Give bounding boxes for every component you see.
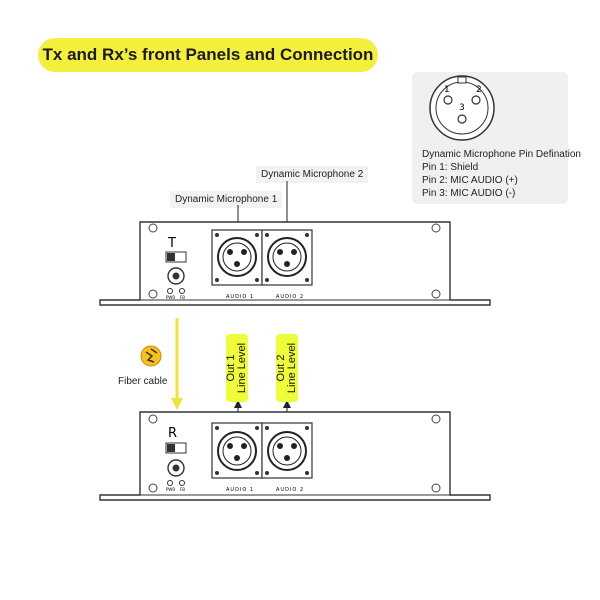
xlr-jack-icon [267, 431, 307, 471]
tx-audio2-label: AUDIO 2 [276, 294, 304, 300]
pin-heading: Dynamic Microphone Pin Defination [422, 149, 581, 160]
screw-icon [148, 289, 158, 299]
rx-audio2-label: AUDIO 2 [276, 487, 304, 493]
out2-line2: Line Level [286, 342, 298, 394]
tx-pwr-label: PWR [166, 295, 175, 300]
fiber-port-icon [167, 459, 185, 477]
fiber-cable-arrow [171, 318, 183, 410]
page-title: Tx and Rx’s front Panels and Connection [42, 45, 374, 64]
screw-icon [431, 414, 441, 424]
xlr-jack-icon [217, 237, 257, 277]
screw-icon [431, 483, 441, 493]
tx-fb-label: FB [180, 295, 185, 300]
fiber-cable-label: Fiber cable [118, 376, 168, 387]
screw-icon [148, 414, 158, 424]
pin-1-label: Pin 1: Shield [422, 162, 479, 173]
xlr-jack-icon [217, 431, 257, 471]
rx-unit-letter: R [168, 426, 177, 441]
rx-unit: R PWR FB AUDIO 1 AUDIO 2 [99, 411, 491, 501]
pin-number-3: 3 [459, 103, 465, 113]
tx-unit: T PWR FB AUDIO 1 AUDIO 2 [99, 221, 491, 306]
pin-definition-text: Dynamic Microphone Pin Defination Pin 1:… [422, 148, 581, 200]
pin-definition-panel: 1 2 3 Dynamic Microphone Pin Defination … [412, 72, 581, 204]
mic1-callout: Dynamic Microphone 1 [170, 191, 283, 208]
screw-icon [148, 223, 158, 233]
fb-led-icon [179, 480, 185, 486]
screw-icon [148, 483, 158, 493]
rx-fb-label: FB [180, 487, 185, 492]
rx-audio1-label: AUDIO 1 [226, 487, 254, 493]
fiber-port-icon [167, 267, 185, 285]
mic2-callout: Dynamic Microphone 2 [256, 166, 369, 183]
fiber-warning-icon [165, 442, 187, 454]
fiber-cable-icon [140, 345, 162, 367]
pin-3-label: Pin 3: MIC AUDIO (-) [422, 188, 516, 199]
pwr-led-icon [167, 288, 173, 294]
pwr-led-icon [167, 480, 173, 486]
fiber-warning-icon [165, 251, 187, 263]
rx-pwr-label: PWR [166, 487, 175, 492]
screw-icon [431, 289, 441, 299]
tx-unit-letter: T [167, 236, 176, 251]
xlr-pinout-icon: 1 2 3 [429, 75, 495, 141]
out1-line2: Line Level [236, 342, 248, 394]
xlr-jack-icon [267, 237, 307, 277]
pin-number-1: 1 [444, 85, 450, 95]
fb-led-icon [179, 288, 185, 294]
pin-2-label: Pin 2: MIC AUDIO (+) [422, 175, 518, 186]
screw-icon [431, 223, 441, 233]
tx-audio1-label: AUDIO 1 [226, 294, 254, 300]
pin-number-2: 2 [476, 85, 482, 95]
title-badge: Tx and Rx’s front Panels and Connection [38, 38, 378, 72]
